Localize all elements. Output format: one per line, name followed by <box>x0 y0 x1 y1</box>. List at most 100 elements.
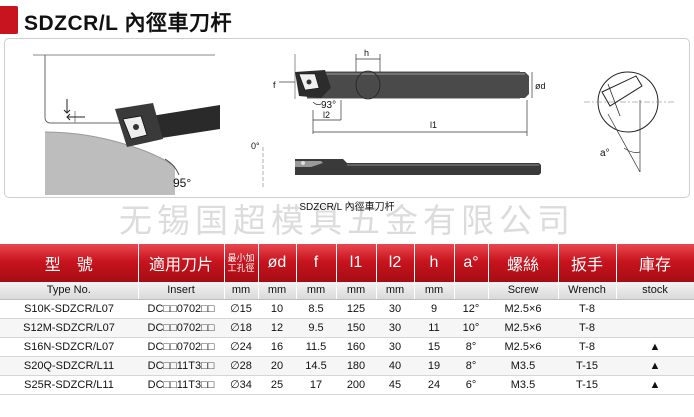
cell-l2: 30 <box>376 299 414 319</box>
col-header-h: h <box>414 244 455 282</box>
cell-wrench: T-8 <box>558 337 616 357</box>
subheader-f-unit: mm <box>296 282 337 300</box>
col-header-insert: 適用刀片 <box>138 244 225 282</box>
title-bar: SDZCR/L 內徑車刀杆 <box>0 0 694 42</box>
title-accent-tab <box>0 6 18 34</box>
cell-l1: 160 <box>336 337 376 357</box>
cell-stock <box>616 318 694 338</box>
angle-95-label: 95° <box>173 176 191 190</box>
cell-a: 8° <box>454 337 488 357</box>
col-header-d: ød <box>258 244 297 282</box>
page-title: SDZCR/L 內徑車刀杆 <box>24 12 232 35</box>
end-view-drawing: a° <box>584 71 674 173</box>
subheader-insert: Insert <box>138 282 225 300</box>
cell-type-no: S25R-SDZCR/L11 <box>0 375 138 395</box>
cell-screw: M2.5×6 <box>488 337 558 357</box>
cell-l2: 40 <box>376 356 414 376</box>
cell-stock: ▲ <box>616 356 694 376</box>
cell-d: 12 <box>258 318 296 338</box>
cell-wrench: T-8 <box>558 299 616 319</box>
table-row: S12M-SDZCR/L07 DC□□0702□□ ∅18 12 9.5 150… <box>0 318 694 338</box>
angle-a-label: a° <box>600 148 610 159</box>
col-header-f: f <box>296 244 337 282</box>
cell-d: 16 <box>258 337 296 357</box>
cell-insert: DC□□0702□□ <box>138 318 224 338</box>
table-row: S20Q-SDZCR/L11 DC□□11T3□□ ∅28 20 14.5 18… <box>0 356 694 376</box>
table-row: S25R-SDZCR/L11 DC□□11T3□□ ∅34 25 17 200 … <box>0 375 694 395</box>
cell-a: 12° <box>454 299 488 319</box>
cell-screw: M2.5×6 <box>488 299 558 319</box>
subheader-min-bore-unit: mm <box>224 282 259 300</box>
cell-h: 9 <box>414 299 454 319</box>
cell-insert: DC□□0702□□ <box>138 337 224 357</box>
cell-screw: M2.5×6 <box>488 318 558 338</box>
subheader-a-unit <box>454 282 489 300</box>
subheader-l2-unit: mm <box>376 282 415 300</box>
cell-f: 17 <box>296 375 336 395</box>
dim-l1-label: l1 <box>430 120 437 130</box>
dim-d-label: ød <box>535 81 545 91</box>
cell-l2: 45 <box>376 375 414 395</box>
technical-drawing-panel: 95° h f ød 93° l2 l1 <box>4 38 690 198</box>
cell-f: 8.5 <box>296 299 336 319</box>
cell-h: 24 <box>414 375 454 395</box>
table-subheader-row: Type No. Insert mm mm mm mm mm mm Screw … <box>0 282 694 300</box>
cell-l2: 30 <box>376 318 414 338</box>
cell-min-bore: ∅18 <box>224 318 258 338</box>
cell-a: 6° <box>454 375 488 395</box>
cell-min-bore: ∅28 <box>224 356 258 376</box>
cell-h: 11 <box>414 318 454 338</box>
cell-insert: DC□□0702□□ <box>138 299 224 319</box>
subheader-d-unit: mm <box>258 282 297 300</box>
cell-insert: DC□□11T3□□ <box>138 356 224 376</box>
bar-top-view-drawing: 0° <box>251 141 541 189</box>
dim-f-label: f <box>273 80 276 90</box>
cell-a: 10° <box>454 318 488 338</box>
cell-wrench: T-8 <box>558 318 616 338</box>
cell-d: 20 <box>258 356 296 376</box>
drawing-caption: SDZCR/L 內徑車刀杆 <box>299 202 395 213</box>
cell-stock <box>616 299 694 319</box>
subheader-l1-unit: mm <box>336 282 377 300</box>
cell-l1: 125 <box>336 299 376 319</box>
subheader-type: Type No. <box>0 282 139 300</box>
cell-a: 8° <box>454 356 488 376</box>
col-header-wrench: 扳手 <box>558 244 617 282</box>
cell-screw: M3.5 <box>488 356 558 376</box>
cell-insert: DC□□11T3□□ <box>138 375 224 395</box>
cell-f: 9.5 <box>296 318 336 338</box>
cell-l2: 30 <box>376 337 414 357</box>
table-row: S10K-SDZCR/L07 DC□□0702□□ ∅15 10 8.5 125… <box>0 299 694 319</box>
col-header-type: 型 號 <box>0 244 139 282</box>
cell-stock: ▲ <box>616 375 694 395</box>
col-header-a: a° <box>454 244 489 282</box>
cell-wrench: T-15 <box>558 375 616 395</box>
cell-stock: ▲ <box>616 337 694 357</box>
subheader-screw: Screw <box>488 282 559 300</box>
cell-l1: 180 <box>336 356 376 376</box>
cell-screw: M3.5 <box>488 375 558 395</box>
col-header-l2: l2 <box>376 244 415 282</box>
cell-min-bore: ∅34 <box>224 375 258 395</box>
cell-l1: 200 <box>336 375 376 395</box>
angle-93-label: 93° <box>321 100 336 111</box>
cell-type-no: S16N-SDZCR/L07 <box>0 337 138 357</box>
col-header-screw: 螺絲 <box>488 244 559 282</box>
cell-h: 19 <box>414 356 454 376</box>
cell-type-no: S12M-SDZCR/L07 <box>0 318 138 338</box>
spec-table: 型 號 適用刀片 最小加工孔徑 ød f l1 l2 h a° 螺絲 扳手 庫存… <box>0 244 694 395</box>
cell-min-bore: ∅15 <box>224 299 258 319</box>
cell-wrench: T-15 <box>558 356 616 376</box>
cell-f: 11.5 <box>296 337 336 357</box>
subheader-h-unit: mm <box>414 282 455 300</box>
cell-type-no: S10K-SDZCR/L07 <box>0 299 138 319</box>
cell-h: 15 <box>414 337 454 357</box>
cell-f: 14.5 <box>296 356 336 376</box>
subheader-wrench: Wrench <box>558 282 617 300</box>
angle-0-label: 0° <box>251 141 260 151</box>
table-row: S16N-SDZCR/L07 DC□□0702□□ ∅24 16 11.5 16… <box>0 337 694 357</box>
cell-d: 25 <box>258 375 296 395</box>
subheader-stock: stock <box>616 282 694 300</box>
dim-l2-label: l2 <box>323 110 330 120</box>
bar-dimension-drawing: h f ød 93° l2 l1 <box>273 48 545 136</box>
